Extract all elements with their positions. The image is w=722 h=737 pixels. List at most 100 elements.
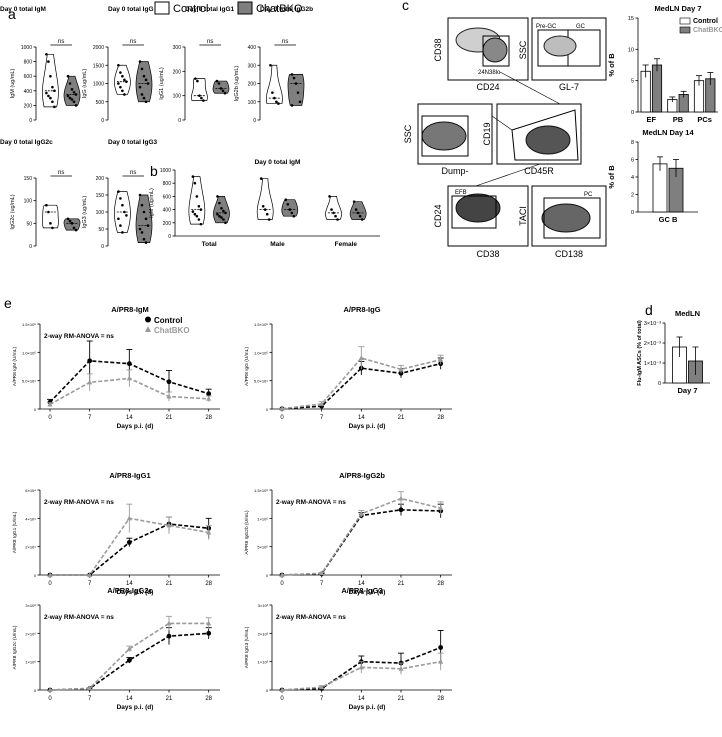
x-tick-label: 21 [166, 415, 173, 421]
data-point [119, 197, 122, 200]
data-point [215, 79, 219, 83]
legend-swatch [679, 26, 691, 34]
y-tick-label: 0 [101, 118, 104, 124]
violin-chatbko [349, 201, 367, 220]
panel-letter-d: d [645, 302, 653, 318]
data-point [146, 82, 150, 85]
marker-chatbko [358, 511, 364, 516]
flow-cluster [541, 203, 591, 233]
x-tick-label: 28 [205, 581, 212, 587]
x-axis-label: Days p.i. (d) [349, 423, 386, 430]
violin-control [42, 204, 59, 229]
data-point [142, 96, 146, 100]
data-point [222, 209, 225, 213]
chart-title: Day 0 total IgG2b [260, 6, 313, 13]
data-point [216, 195, 219, 198]
marker-chatbko [438, 658, 444, 664]
flow-gate-label: 24N38lo [478, 70, 501, 76]
y-axis-label: A/PR8 IgG2c (U/mL) [12, 625, 18, 669]
y-tick-label: 400 [24, 89, 33, 95]
marker-control [87, 358, 93, 364]
x-tick-label: 14 [358, 415, 365, 421]
y-axis-label: Flu-IgM ASCs (% of total) [637, 320, 643, 386]
violin-chatbko [281, 199, 299, 217]
data-point [193, 212, 197, 216]
y-tick-label: 400 [248, 45, 257, 51]
marker-control [438, 645, 444, 650]
y-axis-label: IgG2c (ug/mL) [10, 194, 16, 229]
data-point [66, 217, 70, 221]
data-point [142, 210, 146, 214]
marker-chatbko [166, 620, 172, 626]
x-tick-label: 0 [280, 696, 284, 702]
flow-axis-label: CD19 [482, 122, 492, 145]
data-point [123, 93, 126, 96]
x-tick-label: 28 [437, 696, 444, 702]
marker-chatbko [87, 572, 93, 577]
panel-letter-e: e [4, 295, 12, 311]
flow-axis-label: CD38 [476, 249, 499, 259]
y-tick-label: 100 [24, 199, 33, 205]
y-axis-label: A/PR8 IgG1 (U/mL) [12, 511, 18, 553]
data-point [267, 218, 271, 221]
data-point [200, 96, 203, 100]
data-point [138, 60, 142, 63]
x-tick-label: Day 7 [677, 386, 697, 395]
y-axis-label: A/PR8 IgM (U/mL) [12, 347, 18, 387]
x-tick-label: 21 [398, 415, 405, 421]
x-tick-label: 28 [437, 415, 444, 421]
data-point [360, 218, 364, 221]
x-tick-label: 21 [166, 696, 173, 702]
y-tick-label: 1.5×10⁵ [254, 322, 268, 327]
y-tick-label: 500 [96, 100, 105, 106]
marker-chatbko [438, 356, 444, 362]
data-point [224, 211, 227, 215]
data-point [224, 221, 227, 225]
x-tick-label: 21 [398, 581, 405, 587]
data-point [45, 91, 48, 95]
marker-chatbko [166, 393, 172, 399]
data-point [47, 210, 50, 214]
data-point [265, 212, 269, 216]
y-tick-label: 0 [29, 244, 32, 250]
y-tick-label: 100 [173, 94, 182, 100]
y-tick-label: 0 [266, 688, 269, 693]
y-axis-label: IgM (ug/mL) [149, 188, 155, 218]
x-tick-label: PCs [697, 115, 712, 124]
x-tick-label: 0 [280, 415, 284, 421]
data-point [292, 214, 296, 218]
x-tick-label: 7 [320, 581, 324, 587]
data-point [144, 100, 148, 104]
data-point [296, 91, 300, 94]
x-tick-label: 7 [320, 415, 324, 421]
flow-gate [451, 195, 497, 229]
data-point [45, 53, 48, 56]
data-point [49, 222, 52, 225]
data-point [356, 211, 360, 215]
marker-chatbko [87, 685, 93, 691]
data-point [284, 198, 288, 201]
marker-control [126, 540, 132, 545]
x-tick-label: 7 [320, 696, 324, 702]
data-point [259, 177, 263, 180]
marker-chatbko [166, 522, 172, 528]
data-point [70, 88, 74, 91]
y-tick-label: 3×10³ [258, 603, 269, 608]
data-point [72, 100, 76, 104]
flow-axis-label: SSC [518, 40, 528, 59]
y-tick-label: 1.0×10⁵ [22, 350, 36, 355]
y-tick-label: 600 [163, 194, 172, 200]
violin-control [191, 78, 208, 101]
data-point [66, 74, 70, 78]
flow-gate [543, 197, 601, 239]
violin-chatbko [135, 61, 153, 103]
